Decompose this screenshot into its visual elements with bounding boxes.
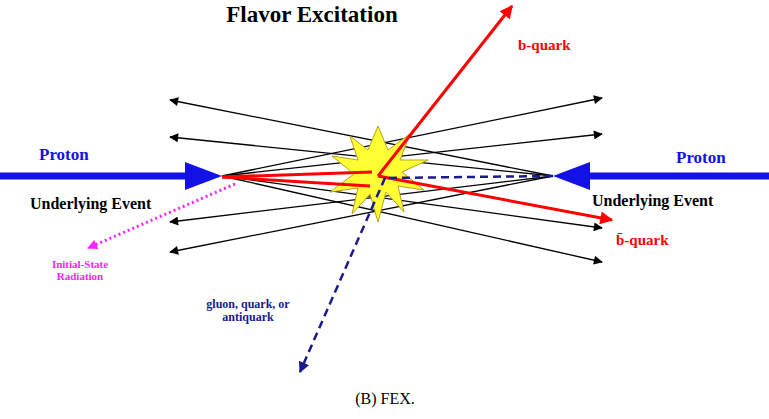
text-slot: Proton bbox=[674, 149, 728, 168]
radiation-label: Initial-State Radiation bbox=[34, 258, 126, 282]
beam-label: Proton bbox=[37, 146, 91, 165]
outgoing-parton-dashed bbox=[300, 178, 385, 372]
figure-caption: (B) FEX. bbox=[285, 390, 485, 408]
incoming-parton bbox=[222, 177, 370, 186]
text-slot: Initial-State Radiation bbox=[34, 258, 126, 284]
text-slot: Proton bbox=[37, 146, 91, 165]
incoming-parton bbox=[222, 172, 372, 177]
region-label: Underlying Event bbox=[590, 192, 715, 210]
parton-label: gluon, quark, or antiquark bbox=[200, 298, 296, 324]
text-slot: Underlying Event bbox=[590, 192, 715, 210]
proton-head bbox=[185, 162, 222, 190]
region-label: Underlying Event bbox=[28, 195, 153, 213]
track bbox=[222, 134, 602, 176]
radiation-dotted bbox=[88, 184, 235, 248]
track bbox=[222, 176, 602, 262]
proton-head bbox=[553, 162, 590, 190]
text-slot: Flavor Excitation bbox=[162, 2, 462, 27]
text-slot: Underlying Event bbox=[28, 195, 153, 213]
bbar-quark-arrow bbox=[378, 176, 612, 220]
text-slot: b̄-quark bbox=[614, 231, 671, 249]
text-slot: (B) FEX. bbox=[285, 390, 485, 408]
beam-label: Proton bbox=[674, 149, 728, 168]
particle-label: b-quark bbox=[516, 37, 573, 54]
incoming-parton-dashed bbox=[385, 176, 553, 178]
text-slot: b-quark bbox=[516, 36, 573, 54]
proton-beam bbox=[585, 173, 769, 180]
diagram-title: Flavor Excitation bbox=[162, 2, 462, 27]
underlying-event-tracks bbox=[170, 98, 602, 262]
b-quark-arrow bbox=[378, 6, 512, 176]
particle-label: b̄-quark bbox=[614, 232, 671, 249]
proton-beam bbox=[0, 173, 190, 180]
text-slot: gluon, quark, or antiquark bbox=[200, 298, 296, 325]
